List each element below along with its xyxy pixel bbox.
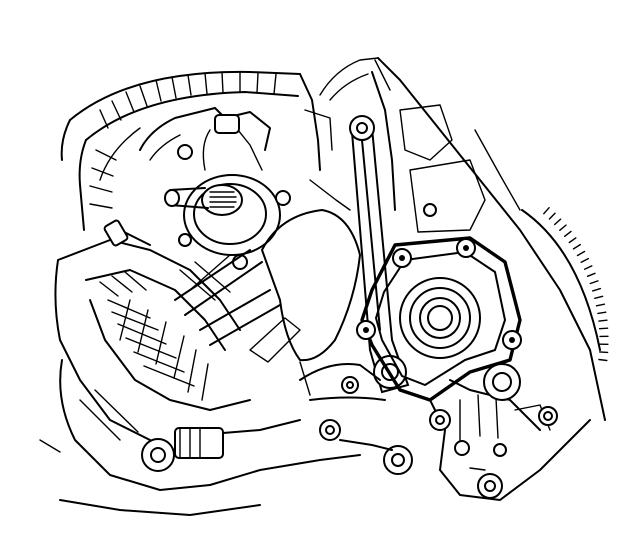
right-case-section	[371, 57, 606, 421]
flange-ribs	[99, 271, 209, 401]
ring-gear	[521, 207, 609, 362]
seal-bolt-ring	[356, 238, 522, 350]
ribbed-case-flange	[54, 219, 251, 441]
support-brackets	[174, 249, 301, 363]
ring-gear-teeth	[543, 207, 609, 362]
lower-right-case	[319, 363, 591, 501]
output-shaft-seal	[360, 236, 522, 402]
finned-housing	[60, 57, 379, 231]
shift-lever	[299, 115, 410, 401]
central-cavity	[261, 209, 361, 396]
shaft-splines	[209, 191, 237, 208]
case-mounting-bosses	[39, 359, 361, 516]
housing-fins	[89, 71, 277, 209]
input-shaft-seal	[164, 114, 291, 270]
